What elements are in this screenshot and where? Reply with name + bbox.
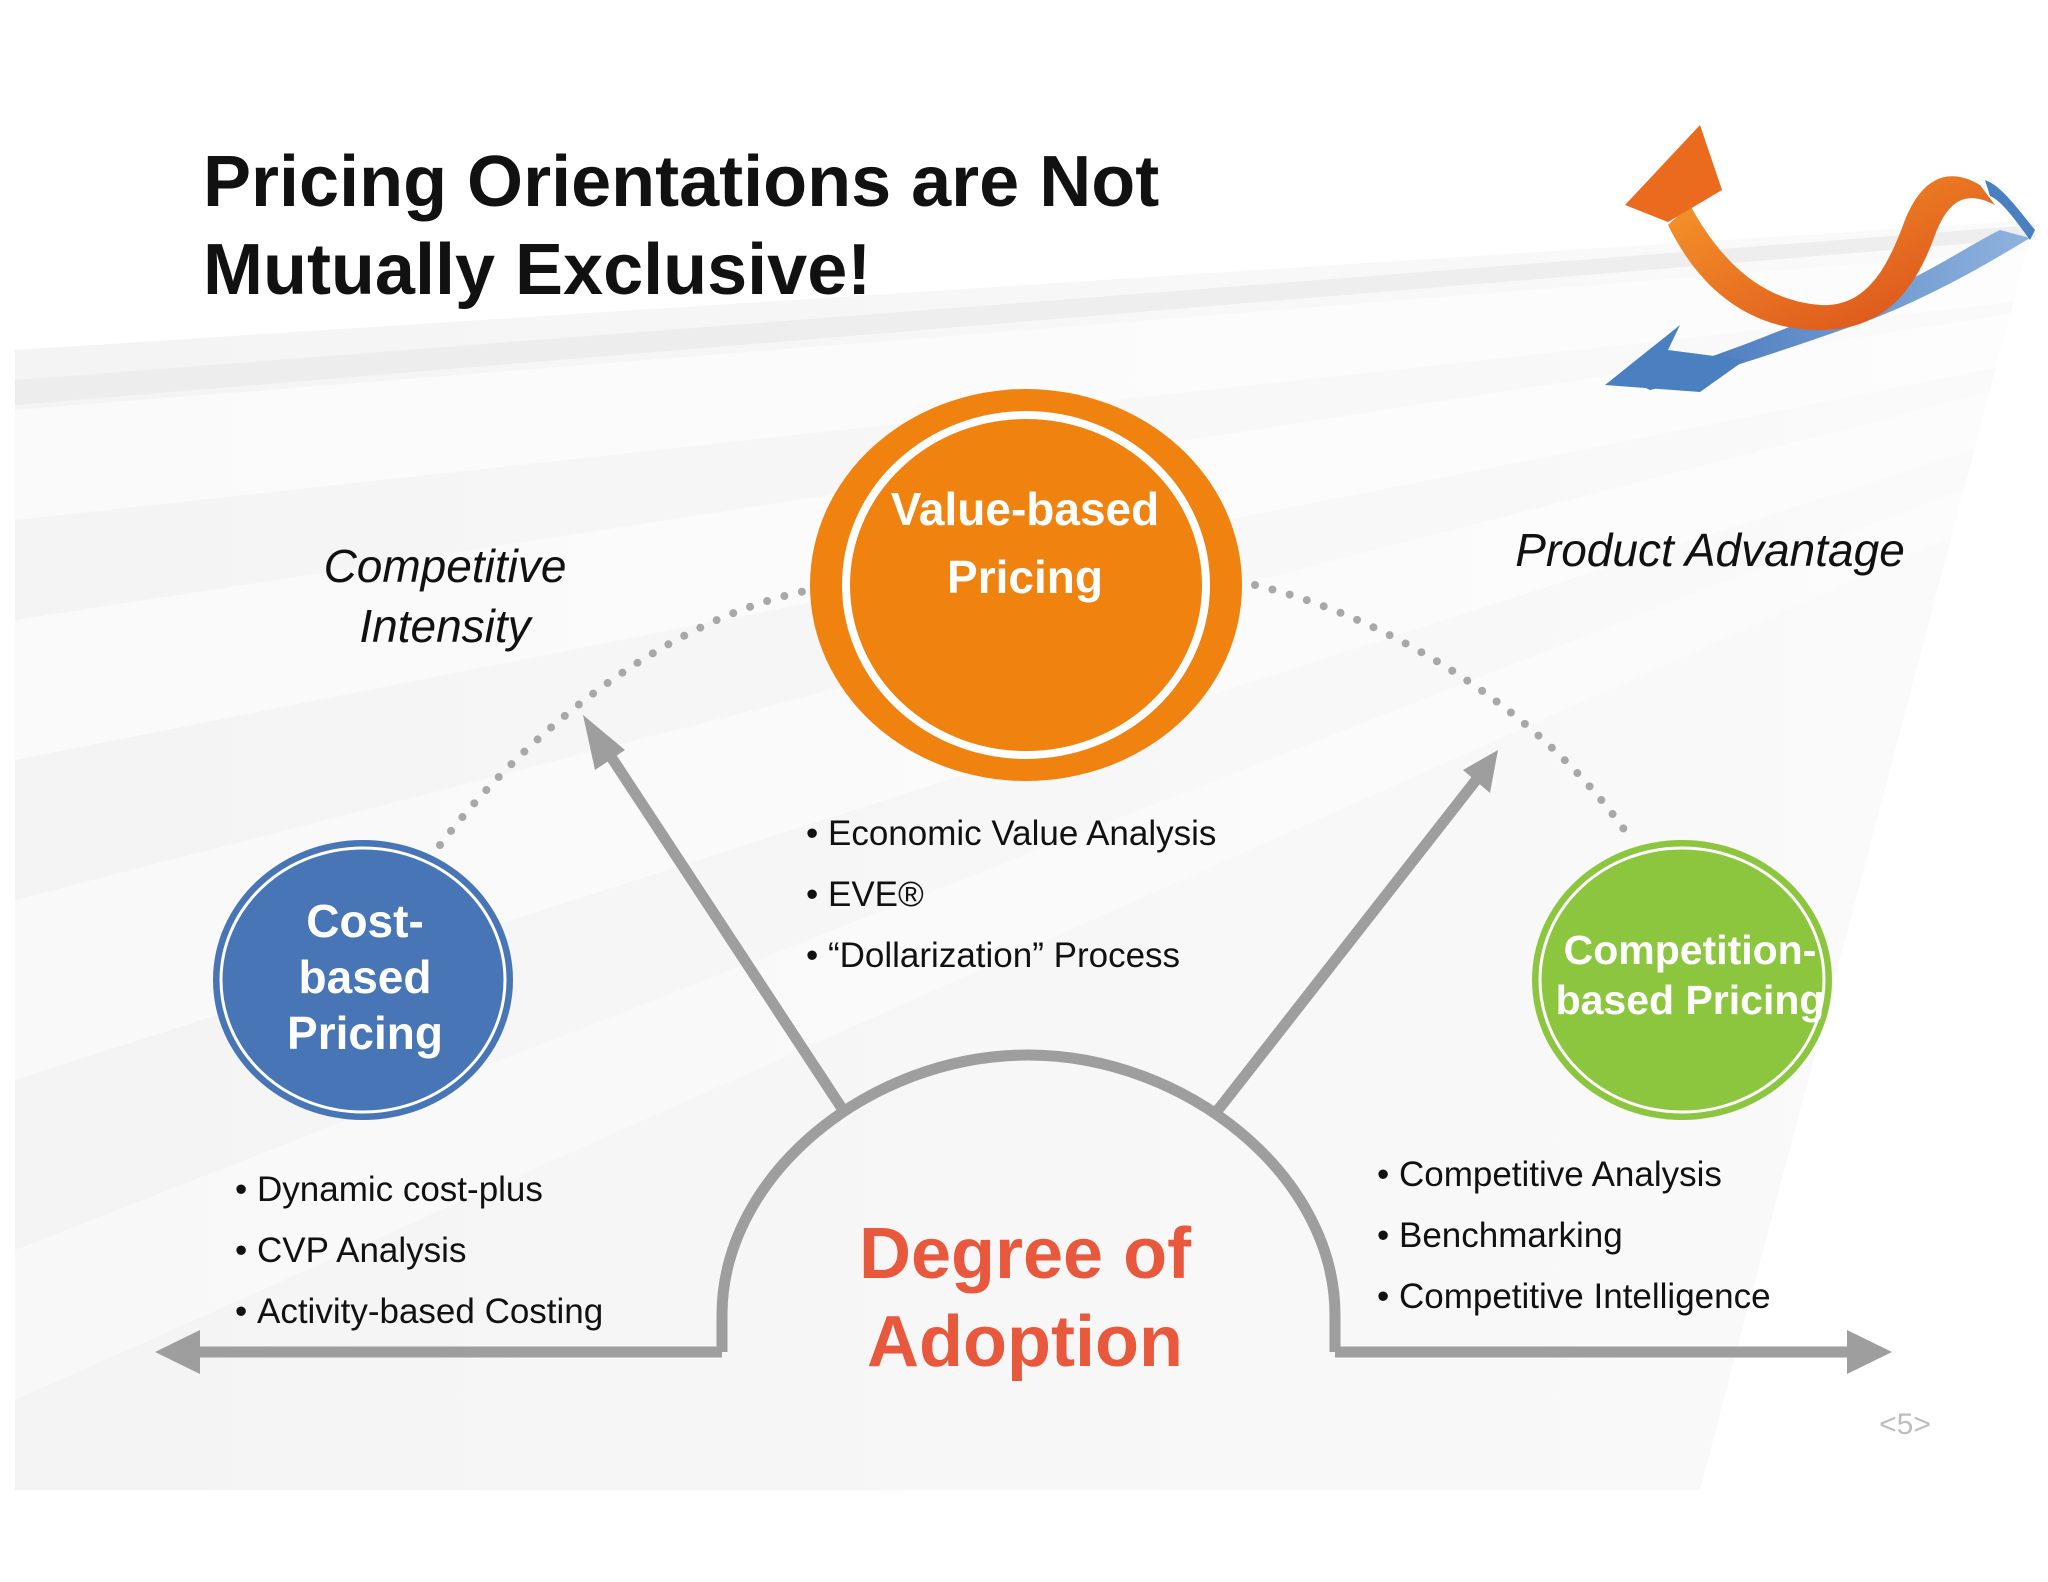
product-advantage-label: Product Advantage: [1515, 524, 1905, 576]
dotted-arc-right: [1251, 581, 1634, 842]
orange-and-blue-arrows-logo: [1605, 125, 2035, 392]
arrowheads: [155, 715, 1892, 1374]
cost-based-line-3: Pricing: [287, 1007, 443, 1059]
cost-based-line-1: Cost-: [306, 895, 424, 947]
competition-based-line-2: based Pricing: [1555, 977, 1825, 1023]
cost-based-circle: [213, 840, 513, 1120]
adoption-line-1: Degree of: [858, 1214, 1192, 1294]
list-item: Economic Value Analysis: [806, 803, 1216, 864]
competitive-intensity-label: Competitive Intensity: [300, 536, 590, 656]
page-number: <5>: [1879, 1408, 1931, 1441]
value-based-line-1: Value-based: [890, 483, 1160, 535]
cost-based-bullet-list: Dynamic cost-plus CVP Analysis Activity-…: [235, 1159, 603, 1342]
list-item: EVE®: [806, 864, 1216, 925]
competitive-intensity-line-2: Intensity: [359, 600, 531, 652]
cost-based-pricing-label: Cost- based Pricing: [235, 893, 495, 1061]
dotted-arc-left: [436, 586, 814, 849]
competition-based-line-1: Competition-: [1563, 927, 1817, 973]
list-item: “Dollarization” Process: [806, 925, 1216, 986]
list-item: CVP Analysis: [235, 1220, 603, 1281]
degree-of-adoption-label: Degree of Adoption: [800, 1210, 1250, 1386]
list-item: Activity-based Costing: [235, 1281, 603, 1342]
degree-arch-arrows: [185, 736, 1860, 1358]
competition-based-circle: [1532, 840, 1832, 1120]
title-line-2: Mutually Exclusive!: [203, 230, 872, 310]
list-item: Dynamic cost-plus: [235, 1159, 603, 1220]
title-line-1: Pricing Orientations are Not: [203, 142, 1160, 222]
value-based-pricing-label: Value-based Pricing: [850, 475, 1200, 611]
adoption-line-2: Adoption: [867, 1302, 1183, 1382]
list-item: Competitive Intelligence: [1377, 1266, 1771, 1327]
value-based-bullet-list: Economic Value Analysis EVE® “Dollarizat…: [806, 803, 1216, 986]
cost-based-line-2: based: [298, 951, 432, 1003]
list-item: Competitive Analysis: [1377, 1144, 1771, 1205]
competition-based-bullet-list: Competitive Analysis Benchmarking Compet…: [1377, 1144, 1771, 1327]
page-title: Pricing Orientations are Not Mutually Ex…: [203, 138, 1303, 314]
value-based-line-2: Pricing: [947, 551, 1103, 603]
competitive-intensity-line-1: Competitive: [323, 540, 567, 592]
list-item: Benchmarking: [1377, 1205, 1771, 1266]
value-based-circle: [810, 389, 1242, 781]
competition-based-pricing-label: Competition- based Pricing: [1540, 925, 1840, 1025]
